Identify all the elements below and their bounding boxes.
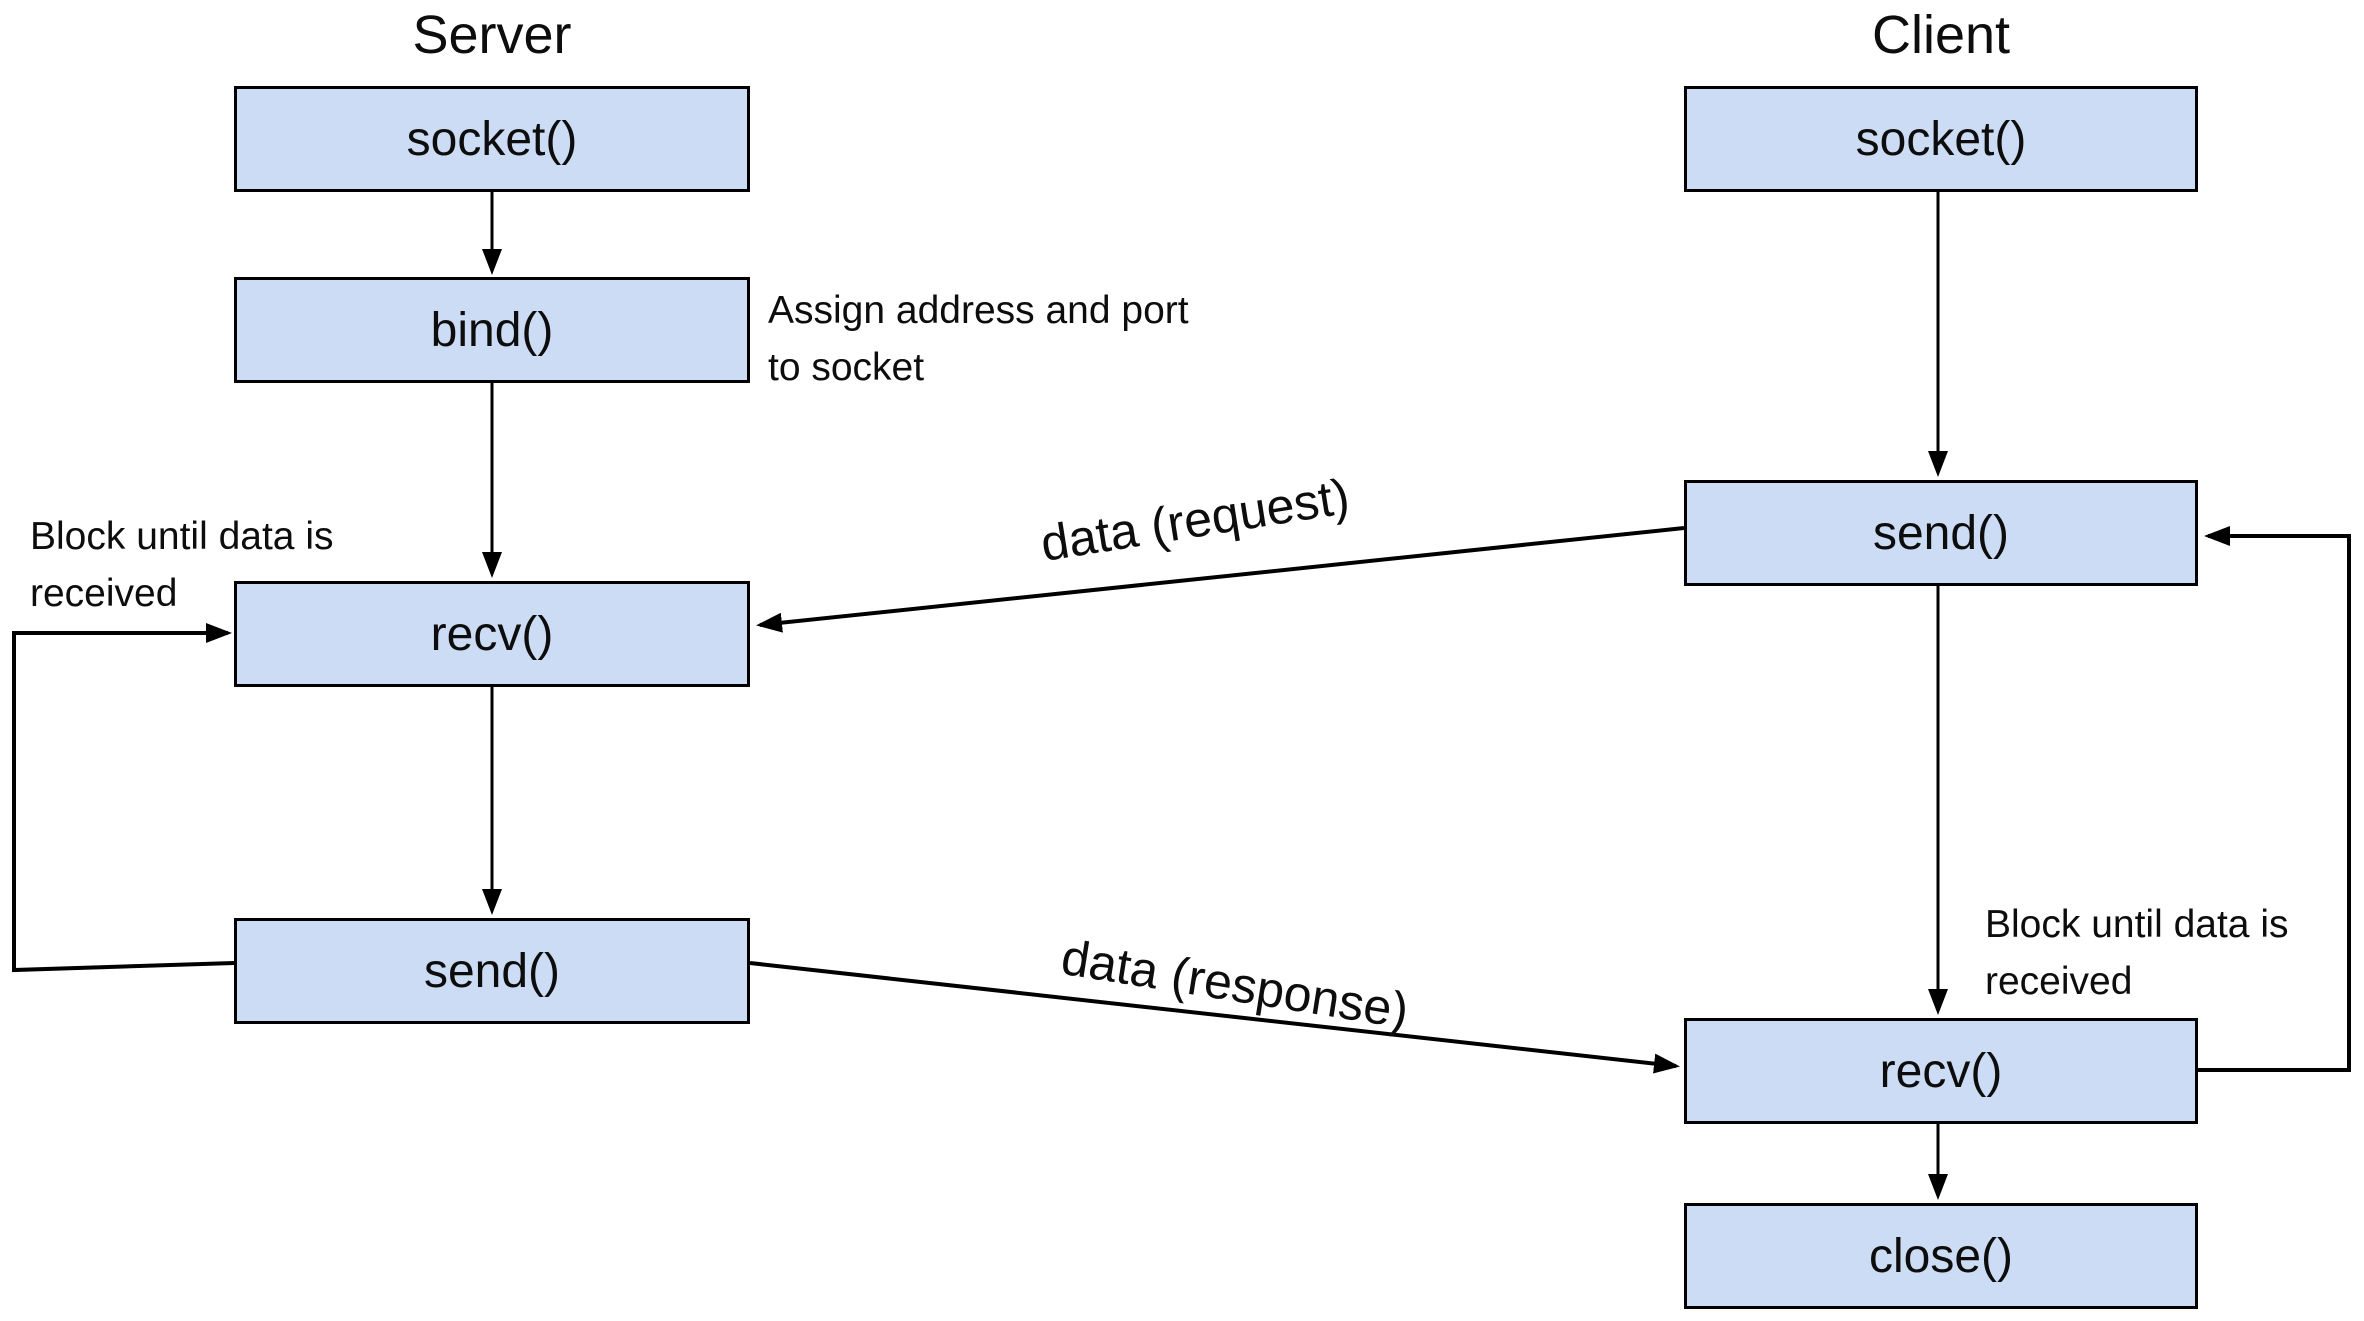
server-bind-label: bind() [430,303,554,357]
client-socket-box: socket() [1684,86,2198,192]
client-send-label: send() [1872,506,2010,560]
server-socket-box: socket() [234,86,750,192]
server-socket-label: socket() [406,112,578,166]
server-recv-box: recv() [234,581,750,687]
assign-address-note: Assign address and port to socket [768,289,1189,389]
arrow-data-request [756,526,1685,633]
server-bind-box: bind() [234,277,750,383]
server-send-label: send() [423,944,561,998]
client-close-box: close() [1684,1203,2198,1309]
client-socket-label: socket() [1855,112,2027,166]
server-block-note: Block until data is received [30,515,334,615]
client-block-note: Block until data is received [1985,903,2289,1003]
server-recv-label: recv() [430,607,554,661]
client-close-label: close() [1868,1229,2014,1283]
client-recv-label: recv() [1879,1044,2003,1098]
arrow-server-send-loop-to-recv [12,623,235,973]
client-send-box: send() [1684,480,2198,586]
arrow-client-recv-loop-to-send [2198,526,2351,1072]
client-recv-box: recv() [1684,1018,2198,1124]
client-column-title: Client [1871,5,2011,65]
server-column-title: Server [412,5,572,65]
server-send-box: send() [234,918,750,1024]
arrow-data-response [749,961,1680,1074]
